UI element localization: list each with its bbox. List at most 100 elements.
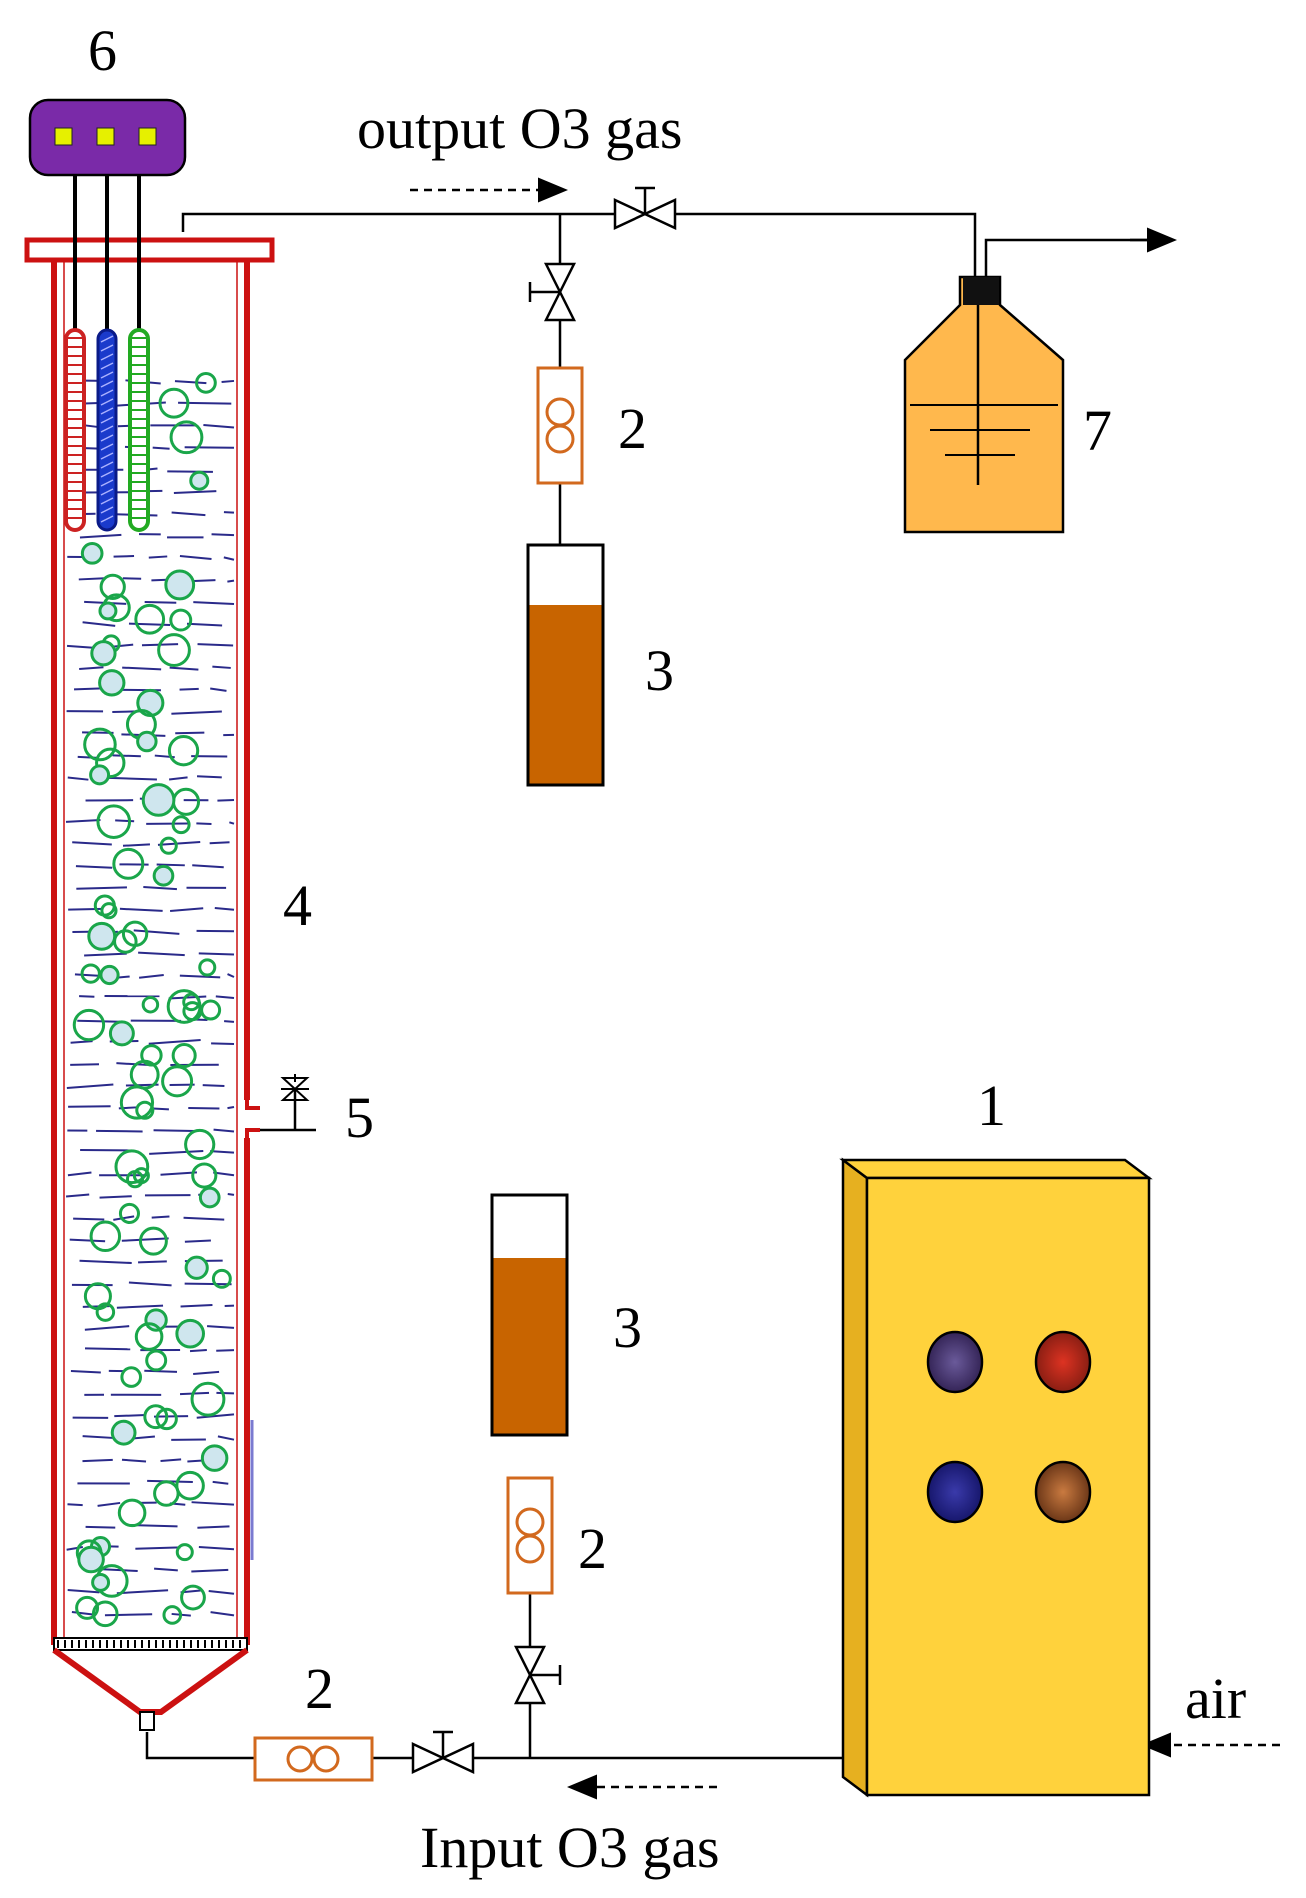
gas-bubble [89, 1220, 122, 1253]
liquid-dash [212, 1480, 229, 1485]
probe-stripe [100, 344, 114, 352]
liquid-dash [135, 1546, 181, 1550]
liquid-dash [73, 1217, 105, 1221]
gas-bubble [171, 1042, 197, 1069]
flowmeter-icon [506, 1476, 554, 1595]
liquid-dash [79, 995, 95, 998]
gas-bubble [136, 730, 158, 753]
gas-bubble [141, 783, 176, 817]
label-3-top: 3 [645, 638, 674, 703]
probe-stripe [100, 362, 114, 370]
ozone-trap-bottle [903, 275, 1065, 534]
flowmeter-icon [536, 366, 584, 485]
reagent-bottle [526, 543, 605, 787]
reagent-bottle [490, 1193, 569, 1437]
liquid-dash [148, 555, 168, 559]
liquid-dash [212, 665, 231, 669]
liquid-dash [82, 621, 116, 627]
knob-icon [926, 1330, 984, 1394]
ozone-generator [839, 1157, 1153, 1798]
probe-stripe [100, 479, 114, 487]
liquid-dash [224, 1020, 235, 1023]
liquid-dash [214, 907, 235, 911]
liquid-dash [79, 533, 122, 539]
probe-stripe [100, 452, 114, 460]
liquid-dash [84, 1325, 130, 1331]
probe-stripe [100, 380, 114, 388]
label-2-bottom: 2 [578, 1516, 607, 1581]
liquid-dash [157, 841, 201, 846]
liquid-dash [66, 1546, 84, 1551]
probe-stripe [100, 353, 114, 361]
liquid-dash [227, 579, 235, 583]
gas-bubble [112, 847, 145, 880]
gas-bubble [134, 603, 166, 635]
liquid-dash [175, 731, 205, 735]
valve-icon [613, 186, 677, 230]
liquid-dash [160, 1171, 197, 1176]
liquid-dash [154, 1415, 189, 1418]
liquid-dash [67, 1589, 100, 1594]
liquid-dash [84, 1347, 131, 1351]
liquid-dash [188, 1107, 220, 1110]
gas-bubble [99, 573, 126, 600]
indicator-light-icon [96, 127, 115, 146]
liquid-dash [217, 1435, 235, 1441]
gas-bubble [98, 601, 118, 621]
probe-controller [28, 98, 187, 532]
liquid-dash [76, 886, 127, 890]
liquid-dash [216, 1391, 235, 1395]
flowmeter-icon [253, 1736, 374, 1782]
bubble-column-reactor [24, 237, 275, 1731]
liquid-dash [113, 1215, 135, 1221]
liquid-dash [173, 490, 217, 494]
liquid-dash [97, 1501, 121, 1507]
liquid-dash [184, 1239, 211, 1243]
liquid-dash [198, 1546, 235, 1551]
liquid-dash [189, 1348, 207, 1353]
gas-bubble [108, 1020, 135, 1047]
liquid-dash [66, 1083, 114, 1089]
gas-bubble [99, 964, 120, 986]
liquid-dash [210, 1611, 235, 1617]
liquid-dash [151, 1215, 170, 1219]
gas-bubble [155, 1407, 178, 1431]
gas-bubble [195, 371, 217, 394]
liquid-dash [196, 822, 212, 825]
label-3-bottom: 3 [613, 1295, 642, 1360]
indicator-light-icon [138, 127, 157, 146]
liquid-dash [119, 907, 163, 912]
gas-bubble [118, 1202, 140, 1224]
probe-blue [96, 328, 118, 532]
gas-bubble [184, 1255, 209, 1280]
gas-bubble [117, 1498, 147, 1528]
gas-bubble [83, 727, 117, 762]
liquid-dash [156, 863, 185, 867]
liquid-dash [67, 776, 89, 781]
liquid-dash [75, 865, 113, 869]
liquid-dash [121, 1237, 169, 1242]
liquid-dash [151, 578, 168, 582]
liquid-dash [65, 1193, 90, 1198]
air-label: air [1185, 1666, 1246, 1731]
liquid-dash [78, 577, 105, 581]
gas-bubble [91, 1600, 119, 1628]
liquid-dash [191, 1501, 235, 1506]
gas-bubble [135, 1100, 155, 1120]
liquid-dash [160, 1458, 182, 1463]
liquid-dash [67, 1503, 83, 1507]
gas-bubble [98, 669, 126, 697]
gas-bubble [134, 1322, 164, 1351]
gas-bubble [75, 1595, 100, 1620]
gas-bubble [91, 1572, 111, 1592]
liquid-dash [191, 1568, 229, 1573]
liquid-dash [70, 1040, 93, 1044]
liquid-dash [186, 622, 223, 627]
liquid-dash [168, 995, 207, 1000]
gas-bubble [161, 1065, 194, 1098]
liquid-dash [133, 929, 180, 935]
liquid-dash [171, 710, 222, 715]
label-2-top: 2 [618, 396, 647, 461]
liquid-dash [71, 1611, 96, 1616]
